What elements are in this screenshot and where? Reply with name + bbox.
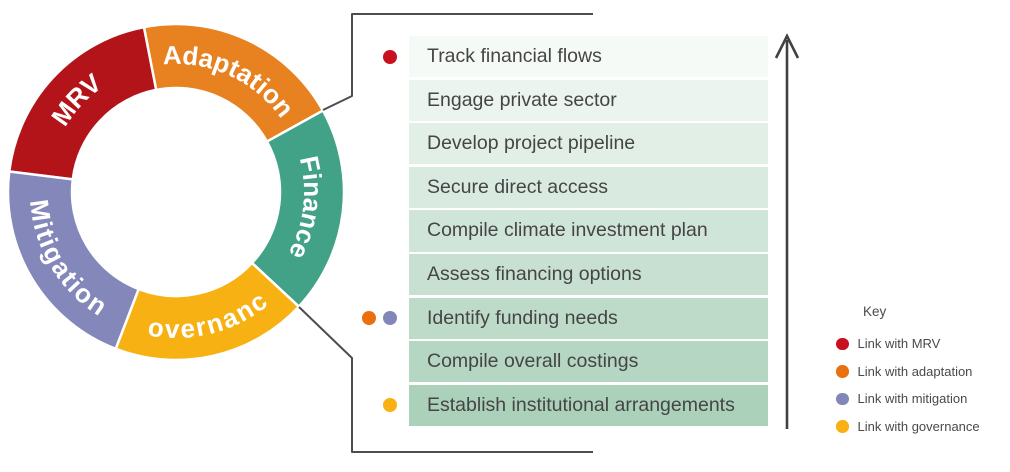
legend-item-mitigation: Link with mitigation xyxy=(836,385,1010,413)
list-item: Secure direct access xyxy=(409,166,768,208)
legend-item-adaptation: Link with adaptation xyxy=(836,358,1010,386)
link-dot-cluster xyxy=(383,49,397,64)
list-item: Assess financing options xyxy=(409,254,768,296)
donut-segment-finance xyxy=(250,108,346,309)
list-item-label: Develop project pipeline xyxy=(427,132,636,155)
legend-item-label: Link with adaptation xyxy=(857,363,973,379)
legend-dot-mitigation xyxy=(836,392,849,405)
list-item-label: Track financial flows xyxy=(427,45,602,68)
list-item: Track financial flows xyxy=(383,36,768,78)
list-item: Identify funding needs xyxy=(362,297,768,339)
link-dot-cluster xyxy=(362,311,397,326)
list-item-label: Identify funding needs xyxy=(427,306,618,329)
list-item-label: Engage private sector xyxy=(427,88,617,111)
upward-arrow xyxy=(774,33,800,429)
link-dot-mitigation xyxy=(383,311,397,326)
list-item-label: Compile climate investment plan xyxy=(427,219,708,242)
list-item: Compile overall costings xyxy=(409,341,768,383)
legend-dot-adaptation xyxy=(836,365,849,378)
connector-bottom-bracket xyxy=(298,306,593,453)
list-item: Compile climate investment plan xyxy=(409,210,768,252)
list-item-label: Secure direct access xyxy=(427,175,608,198)
list-item-label: Establish institutional arrangements xyxy=(427,393,735,416)
link-dot-cluster xyxy=(383,398,397,413)
list-item-label: Compile overall costings xyxy=(427,350,639,373)
list-item: Engage private sector xyxy=(409,79,768,121)
legend-dot-mrv xyxy=(836,337,849,350)
list-item: Develop project pipeline xyxy=(409,123,768,165)
link-dot-adaptation xyxy=(362,311,376,326)
legend-item-governance: Link with governance xyxy=(836,413,1010,441)
legend-dot-governance xyxy=(836,420,849,433)
link-dot-mrv xyxy=(383,49,397,64)
legend-item-label: Link with MRV xyxy=(857,336,941,352)
donut-chart: AdaptationMRVMitigationGovernanceFinance xyxy=(0,0,346,362)
list-item: Establish institutional arrangements xyxy=(383,384,768,426)
legend-item-mrv: Link with MRV xyxy=(836,330,1010,358)
link-dot-governance xyxy=(383,398,397,413)
legend-title: Key xyxy=(863,304,887,319)
legend-item-label: Link with governance xyxy=(857,418,980,434)
list-item-label: Assess financing options xyxy=(427,263,642,286)
legend-item-label: Link with mitigation xyxy=(857,391,968,407)
connector-top-bracket xyxy=(322,13,593,111)
